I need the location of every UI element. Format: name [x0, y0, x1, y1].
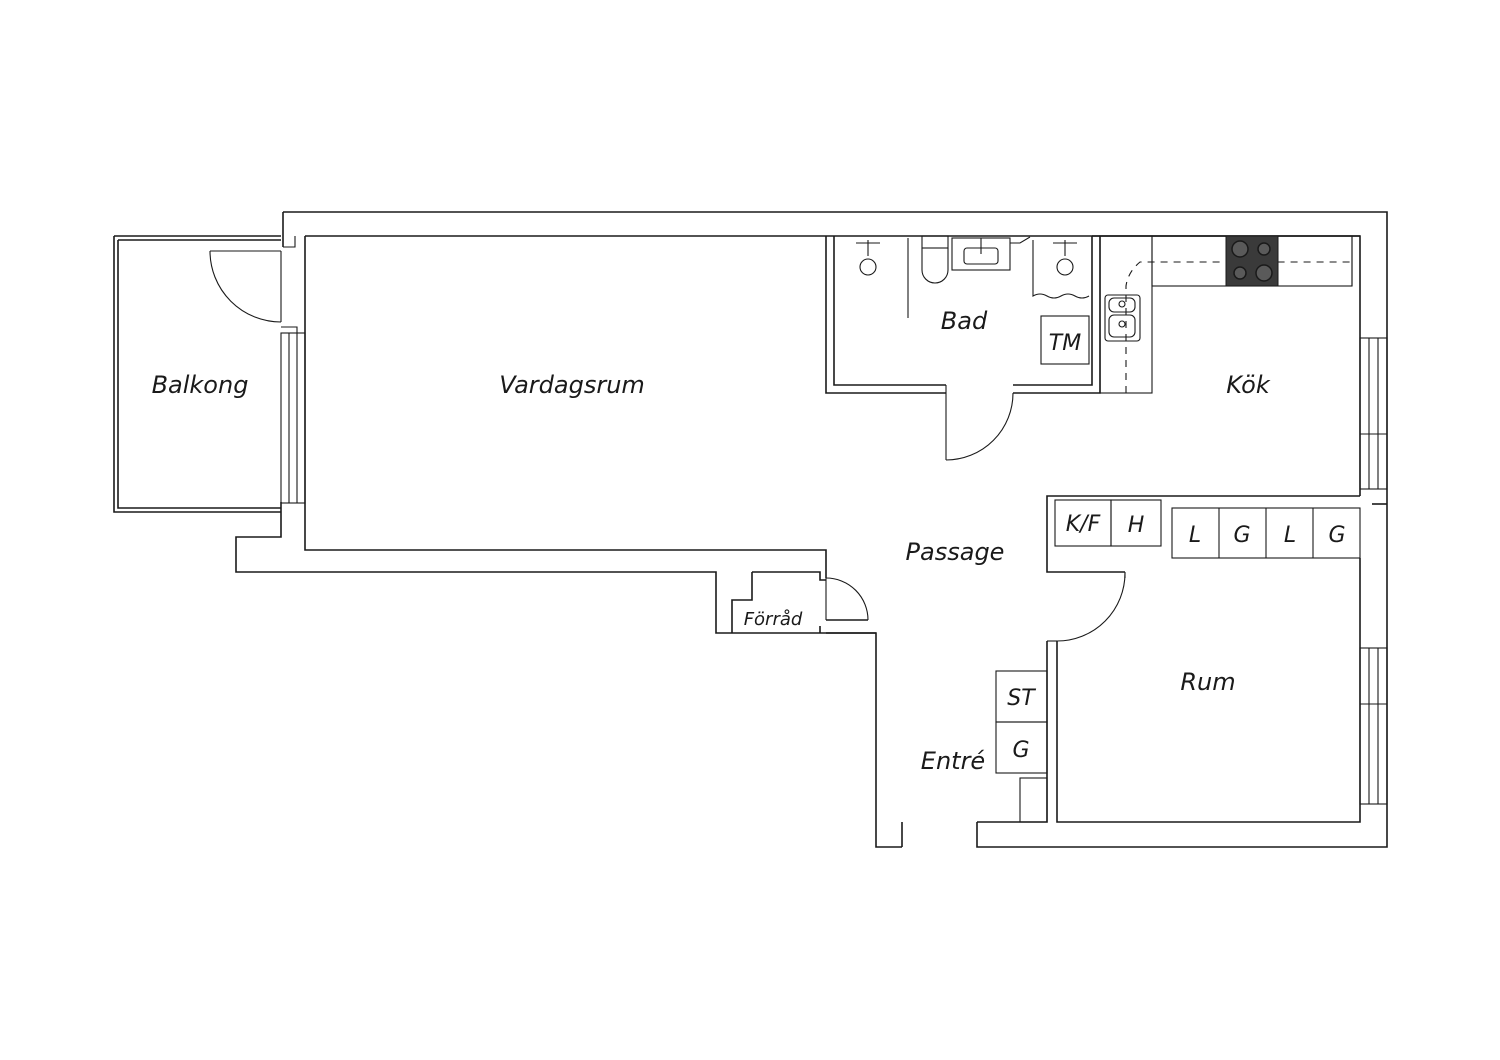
- g-box: [995, 721, 1048, 774]
- outer-walls: [235, 211, 1388, 848]
- label-h: H: [1128, 513, 1145, 538]
- hob-icon: [1225, 235, 1279, 287]
- label-passage: Passage: [906, 538, 1005, 566]
- kitchen: [1092, 235, 1388, 490]
- shower-right-icon: [1053, 240, 1077, 276]
- label-balkong: Balkong: [152, 371, 249, 399]
- label-forrad: Förråd: [744, 609, 803, 630]
- label-entre: Entré: [921, 747, 985, 775]
- label-closet-1: L: [1189, 523, 1201, 548]
- balcony-window: [280, 332, 306, 504]
- label-vardagsrum: Vardagsrum: [499, 371, 645, 399]
- toilet-icon: [921, 235, 949, 284]
- washbasin-icon: [951, 237, 1011, 271]
- label-kf: K/F: [1066, 512, 1101, 537]
- wall-cabinets-outline: [1125, 261, 1352, 393]
- sink-icon: [1104, 294, 1141, 342]
- storage-door-swing: [825, 577, 869, 621]
- label-st: ST: [1007, 686, 1036, 711]
- h-box: [1110, 499, 1162, 547]
- drain-hose: [1032, 240, 1090, 299]
- label-bad: Bad: [941, 307, 988, 335]
- bathroom-door-swing: [945, 392, 1014, 461]
- label-closet-2: G: [1233, 523, 1250, 548]
- passage-wardrobes: [1046, 495, 1387, 573]
- bedroom-window: [1359, 647, 1388, 805]
- bedroom-door-swing: [1056, 572, 1126, 642]
- shower-left-icon: [856, 240, 880, 276]
- label-rum: Rum: [1180, 668, 1235, 696]
- label-tm: TM: [1049, 331, 1081, 356]
- entrance-cabinets: [995, 670, 1048, 823]
- tm-box: [1040, 315, 1090, 365]
- storage-room: [731, 571, 876, 634]
- bathroom: [825, 235, 1101, 461]
- shoe-rack: [1019, 777, 1048, 823]
- label-g: G: [1012, 738, 1029, 763]
- balcony-door-swing: [209, 250, 282, 323]
- label-closet-3: L: [1284, 523, 1296, 548]
- label-closet-4: G: [1328, 523, 1345, 548]
- balcony: [113, 235, 306, 513]
- label-kok: Kök: [1226, 371, 1271, 399]
- kitchen-window: [1359, 337, 1388, 490]
